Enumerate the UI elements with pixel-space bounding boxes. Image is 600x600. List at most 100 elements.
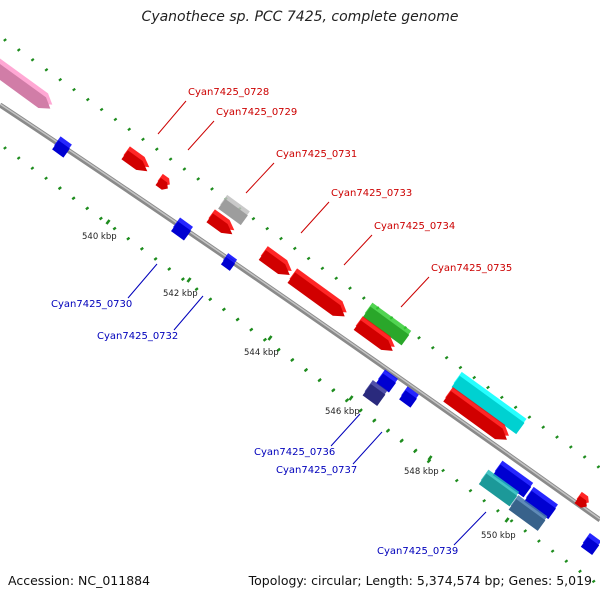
accession-text: Accession: NC_011884 (8, 573, 151, 588)
tick-mark-0-35 (486, 385, 490, 390)
feature-cyan7425-0730 (171, 217, 193, 241)
tick-mark-2-18 (303, 368, 308, 373)
gene-label-reverse-4: Cyan7425_0739 (377, 546, 458, 557)
gene-label-forward-2: Cyan7425_0731 (276, 149, 357, 160)
tick-mark-2-17 (290, 358, 294, 363)
gene-label-reverse-2: Cyan7425_0736 (254, 447, 335, 458)
leader-line-reverse-4 (453, 511, 487, 546)
ruler-labels: 540 kbp 542 kbp 544 kbp 546 kbp 548 kbp 550 k… (82, 219, 516, 541)
feature-cyan7425-0735 (443, 386, 509, 440)
gene-label-forward-3: Cyan7425_0733 (331, 188, 412, 199)
gene-label-forward-5: Cyan7425_0735 (431, 263, 512, 274)
tick-mark-0-7 (99, 107, 104, 112)
tick-mark-1-36 (495, 509, 500, 513)
tick-mark-2-24 (385, 429, 390, 433)
topology-summary: Topology: circular; Length: 5,374,574 bp… (248, 573, 592, 588)
tick-mark-0-25 (348, 286, 352, 290)
map-title: Cyanothece sp. PCC 7425, complete genome (141, 9, 459, 25)
ruler-label-0: 540 kbp (82, 232, 117, 242)
leader-line-forward-2 (245, 162, 275, 194)
tick-mark-0-21 (292, 246, 297, 251)
tick-mark-0-30 (417, 336, 421, 340)
feature-blue-edge (580, 533, 600, 555)
tick-mark-0-3 (44, 67, 49, 72)
leader-line-forward-4 (343, 234, 373, 266)
tick-mark-0-20 (279, 236, 283, 241)
gene-labels: Cyan7425_0728Cyan7425_0729Cyan7425_0731C… (51, 87, 512, 557)
tick-mark-1-1 (16, 156, 21, 160)
leader-line-forward-5 (400, 276, 430, 308)
tick-mark-0-4 (58, 77, 63, 82)
ruler-tick-4 (427, 455, 433, 461)
tick-mark-1-2 (30, 166, 35, 170)
ruler-label-4: 548 kbp (404, 467, 439, 477)
tick-mark-2-25 (399, 439, 404, 444)
tick-mark-0-34 (472, 375, 477, 380)
ruler-label-5: 550 kbp (481, 531, 516, 541)
tick-mark-2-20 (331, 388, 335, 393)
tick-mark-2-7 (153, 257, 158, 261)
tick-mark-0-31 (430, 345, 435, 350)
tick-mark-0-1 (16, 48, 21, 52)
tick-mark-2-10 (194, 287, 199, 292)
tick-mark-0-8 (113, 117, 118, 122)
tick-mark-0-36 (499, 395, 504, 400)
tick-mark-2-3 (99, 216, 103, 221)
tick-mark-1-41 (564, 559, 569, 563)
tick-mark-2-6 (140, 247, 144, 251)
tick-mark-0-18 (251, 216, 256, 221)
gene-features (0, 58, 600, 555)
feature-cyan7425-0731 (206, 209, 235, 235)
tick-mark-2-14 (249, 328, 253, 332)
tick-mark-0-6 (85, 97, 90, 102)
tick-mark-1-35 (482, 498, 487, 503)
feature-blue-pair-b (524, 486, 558, 520)
tick-mark-0-33 (458, 365, 463, 370)
tick-mark-2-22 (358, 409, 363, 413)
tick-mark-0-11 (154, 147, 159, 151)
tick-mark-1-40 (550, 549, 555, 553)
tick-mark-0-39 (541, 425, 546, 429)
leader-line-reverse-0 (127, 263, 158, 299)
leader-line-reverse-2 (330, 413, 361, 447)
feature-blue-pair-a (492, 460, 534, 498)
tick-mark-0-2 (30, 58, 35, 62)
tick-mark-2-23 (372, 419, 376, 423)
feature-cyan7425-0734-green (362, 302, 412, 346)
feature-cyan7425-0733-b (287, 268, 347, 317)
feature-cyan7425-0736 (376, 369, 398, 393)
tick-mark-2-13 (235, 317, 240, 322)
tick-mark-2-4 (112, 226, 117, 231)
leader-line-forward-3 (300, 201, 330, 234)
feature-blue-1 (52, 136, 72, 158)
feature-cyan7425-0729 (155, 173, 170, 190)
tick-mark-2-15 (262, 338, 267, 342)
gene-label-reverse-0: Cyan7425_0730 (51, 299, 132, 310)
tick-mark-0-38 (527, 415, 532, 420)
tick-mark-2-16 (276, 348, 281, 352)
gene-label-reverse-1: Cyan7425_0732 (97, 331, 178, 342)
tick-mark-0-37 (513, 405, 518, 410)
feature-cyan7425-0739-steel (508, 495, 548, 531)
ruler-label-3: 546 kbp (325, 407, 360, 417)
tick-mark-1-42 (578, 569, 582, 574)
label-leader-lines (127, 100, 487, 546)
tick-mark-0-22 (306, 256, 311, 261)
leader-line-reverse-1 (173, 295, 204, 331)
tick-mark-1-39 (537, 539, 541, 543)
tick-mark-2-0 (58, 186, 62, 190)
tick-mark-2-19 (317, 378, 322, 383)
feature-cyan7425-0732 (220, 253, 238, 271)
ruler-label-2: 544 kbp (244, 348, 279, 358)
tick-mark-0-0 (3, 38, 7, 42)
leader-line-forward-0 (157, 100, 187, 135)
ruler-label-1: 542 kbp (163, 289, 198, 299)
tick-mark-0-32 (444, 355, 449, 360)
feature-cyan7425-0737 (399, 386, 419, 408)
ruler-tick-1 (186, 277, 192, 283)
genome-backbone (0, 102, 600, 523)
tick-mark-2-5 (126, 236, 131, 241)
tick-mark-0-41 (568, 445, 573, 449)
tick-mark-1-43 (591, 579, 596, 584)
gene-label-forward-0: Cyan7425_0728 (188, 87, 269, 98)
